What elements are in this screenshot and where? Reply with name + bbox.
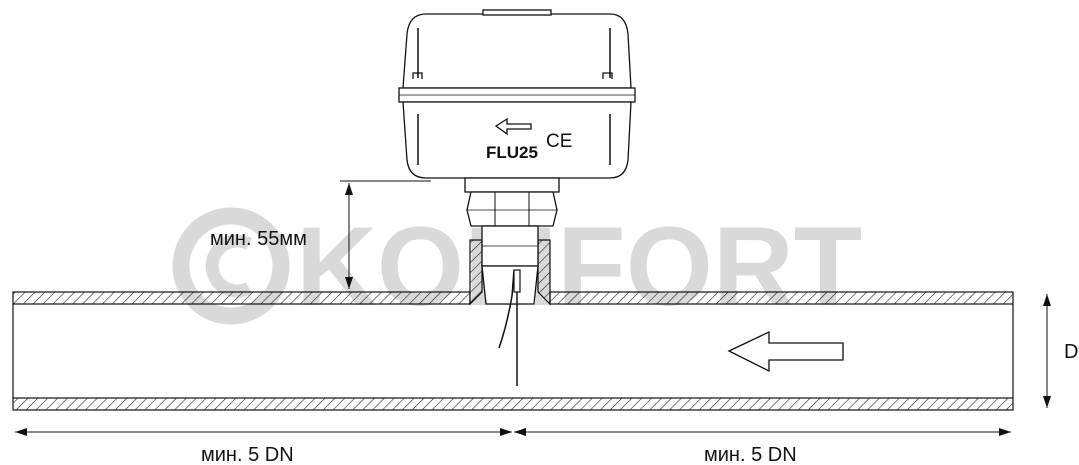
pipe-top-wall-left [12,291,471,305]
flow-arrow-icon [727,330,844,373]
neck [464,177,560,193]
min-height-label: мин. 55мм [210,228,307,250]
pipe-socket [469,239,551,306]
hex-nut [466,191,558,227]
pipe [12,291,1014,411]
stem-body [481,265,539,305]
watermark: KOMFORT [172,204,862,329]
flow-switch-device [398,9,636,386]
ce-mark: CE [546,131,572,152]
housing-top [402,13,632,89]
downstream-distance-label: мин. 5 DN [704,444,797,465]
upstream-distance-label: мин. 5 DN [201,444,294,465]
housing-bottom [402,101,632,179]
device-model-label: FLU25 [486,143,538,162]
pipe-top-wall-right [549,291,1014,305]
copyright-icon [172,207,290,325]
watermark-text: KOMFORT [296,204,862,329]
min-height-dimension [340,180,431,289]
pipe-bottom-wall [12,397,1014,411]
paddle [498,269,515,349]
pipe-diameter-label: D [1064,341,1078,363]
arrow-left-icon [494,117,532,136]
